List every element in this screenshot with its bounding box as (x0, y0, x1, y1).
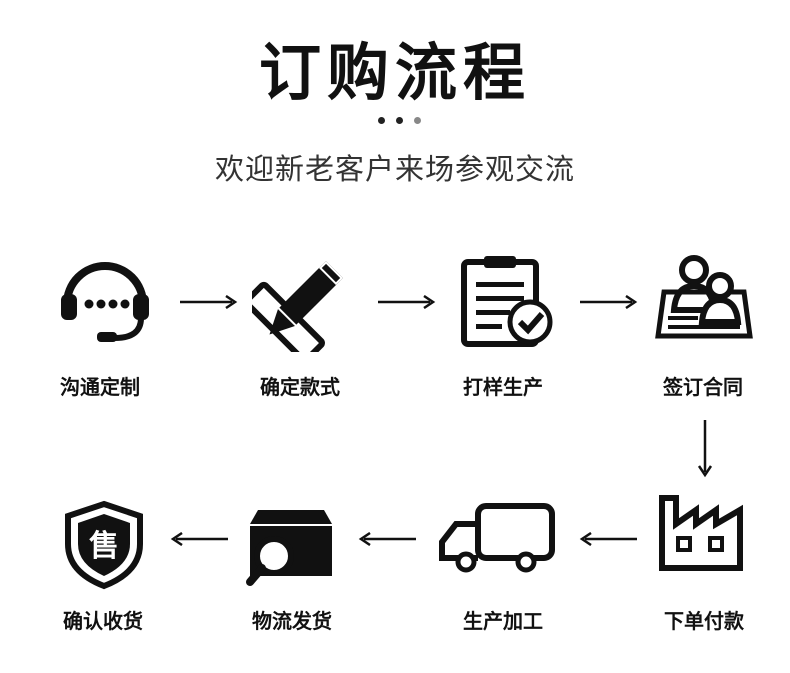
page-subtitle: 欢迎新老客户来场参观交流 (214, 152, 575, 186)
step-label-6: 生产加工 (463, 609, 543, 633)
dot-3 (414, 117, 421, 124)
step-label-5: 下单付款 (664, 609, 744, 633)
step-label-3: 打样生产 (463, 375, 543, 399)
arrow-right-2 (378, 295, 436, 309)
title-dots (370, 117, 430, 127)
step-label-4: 签订合同 (663, 375, 743, 399)
arrow-left-1 (170, 532, 228, 546)
page-title: 订购流程 (258, 36, 531, 109)
arrow-down (697, 420, 713, 478)
step-label-1: 沟通定制 (60, 375, 140, 399)
shield-badge-char: 售 (89, 529, 119, 564)
step-label-7: 物流发货 (252, 609, 332, 633)
pencil-ruler-icon (252, 260, 344, 352)
arrow-left-3 (579, 532, 637, 546)
dot-2 (396, 117, 403, 124)
dot-1 (378, 117, 385, 124)
truck-icon (439, 503, 555, 573)
factory-icon (659, 495, 743, 571)
step-label-8: 确认收货 (63, 609, 143, 633)
step-label-2: 确定款式 (260, 375, 340, 399)
contract-people-icon (655, 255, 753, 339)
box-search-icon (246, 510, 332, 586)
arrow-right-3 (580, 295, 638, 309)
clipboard-check-icon (461, 256, 553, 347)
shield-sale-icon: 售 (65, 500, 143, 590)
arrow-left-2 (358, 532, 416, 546)
arrow-right-1 (180, 295, 238, 309)
headset-icon (61, 262, 149, 342)
